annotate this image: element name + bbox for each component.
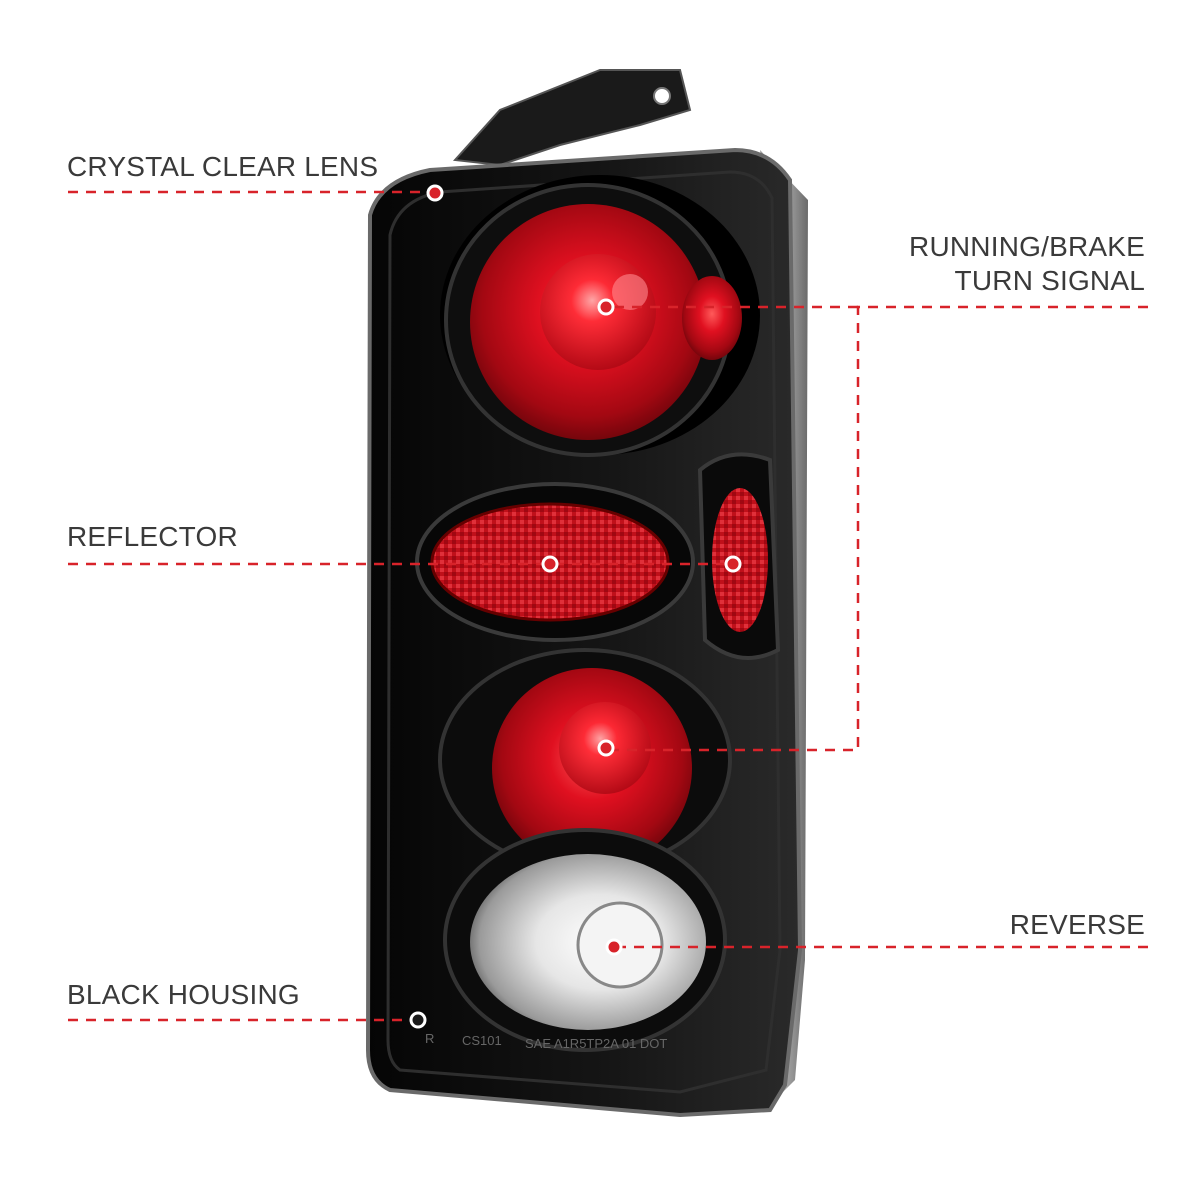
- crystal-clear-lens-label: CRYSTAL CLEAR LENS: [67, 151, 379, 182]
- housing-dot-marking: SAE A1R5TP2A 01 DOT: [525, 1036, 667, 1051]
- running-brake-label-line2: TURN SIGNAL: [954, 265, 1145, 296]
- housing-brand-marking: R: [425, 1031, 434, 1046]
- housing-model-marking: CS101: [462, 1033, 502, 1048]
- running-brake-label: RUNNING/BRAKE TURN SIGNAL: [909, 230, 1145, 298]
- reverse-label: REVERSE: [1009, 909, 1145, 940]
- running-brake-line: [612, 305, 1148, 752]
- reflector-label: REFLECTOR: [67, 521, 238, 552]
- reverse-dot: [605, 938, 623, 956]
- callout-dots: [409, 184, 742, 1029]
- running-brake-upper-dot: [597, 298, 615, 316]
- side-reflector-dot: [724, 555, 742, 573]
- housing-inner-rim: [386, 170, 782, 1094]
- running-brake-lower-dot: [597, 739, 615, 757]
- black-housing-dot: [409, 1011, 427, 1029]
- callout-lines: [68, 190, 1148, 1022]
- upper-side-bulb: [682, 276, 742, 360]
- black-housing-label: BLACK HOUSING: [67, 979, 300, 1010]
- upper-red-lens-center: [540, 254, 656, 370]
- reflector-dot: [541, 555, 559, 573]
- mounting-hole: [653, 87, 671, 105]
- running-brake-label-line1: RUNNING/BRAKE: [909, 231, 1145, 262]
- mounting-tab: [452, 69, 692, 167]
- crystal-clear-lens-dot: [426, 184, 444, 202]
